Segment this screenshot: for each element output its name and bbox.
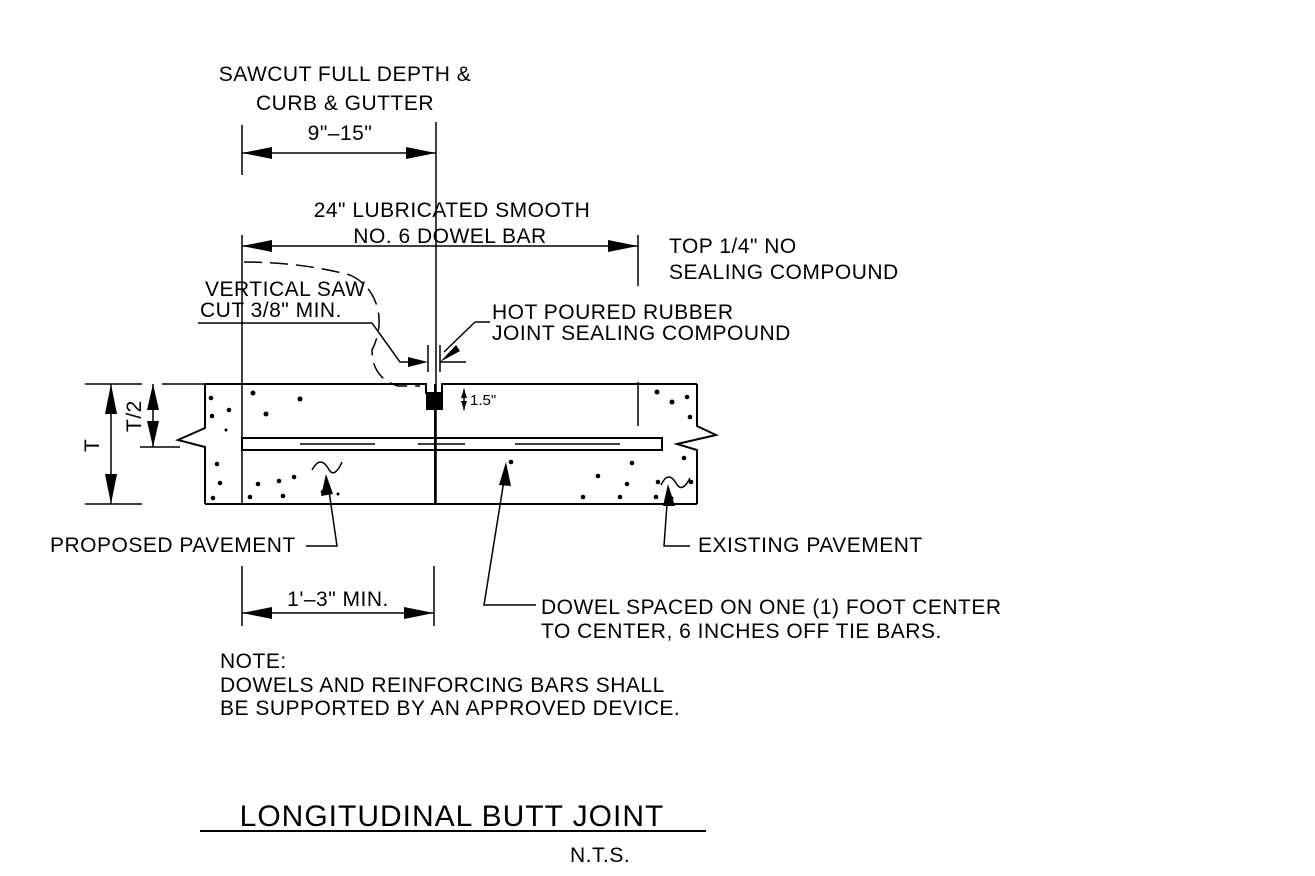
dim-9-15-label: 9"–15" [308, 122, 373, 145]
drawing-title: LONGITUDINAL BUTT JOINT [240, 800, 665, 833]
sawcut-label-line1: SAWCUT FULL DEPTH & [219, 63, 472, 86]
dowel-bar [241, 437, 663, 451]
existing-pavement-label: EXISTING PAVEMENT [698, 534, 923, 557]
rubber-leader [440, 321, 490, 363]
top-label-line2: SEALING COMPOUND [669, 261, 899, 284]
top-label-line1: TOP 1/4" NO [669, 235, 797, 258]
dowel-label-line1: 24" LUBRICATED SMOOTH [314, 199, 591, 222]
dim-min [241, 566, 435, 626]
detail-callout-dashed [243, 261, 420, 387]
spacing-label-line1: DOWEL SPACED ON ONE (1) FOOT CENTER [541, 596, 1002, 619]
squiggle-right [660, 476, 691, 489]
saw-label-line1: VERTICAL SAW [205, 278, 365, 301]
note-line1: DOWELS AND REINFORCING BARS SHALL [220, 674, 665, 697]
squiggle-left [311, 461, 343, 474]
sawcut-label-line2: CURB & GUTTER [256, 92, 434, 115]
note-line2: BE SUPPORTED BY AN APPROVED DEVICE. [220, 697, 680, 720]
dim-min-label: 1'–3" MIN. [287, 588, 389, 611]
dim-thickness [105, 384, 159, 504]
dim-t2-label: T/2 [123, 400, 146, 432]
saw-label-line2: CUT 3/8" MIN. [200, 299, 342, 322]
note-heading: NOTE: [220, 650, 287, 673]
saw-cut-leader [198, 322, 441, 372]
spacing-label-line2: TO CENTER, 6 INCHES OFF TIE BARS. [541, 620, 942, 643]
dim-dowel-bar [241, 235, 639, 504]
sealant-block [426, 393, 443, 410]
pavement-section [85, 383, 720, 505]
scale-label: N.T.S. [570, 844, 630, 867]
existing-leader [663, 489, 690, 547]
dim-1-5-label: 1.5" [470, 392, 496, 409]
proposed-pavement-label: PROPOSED PAVEMENT [50, 534, 296, 557]
spacing-leader [483, 473, 536, 606]
rubber-label-line1: HOT POURED RUBBER [492, 301, 733, 324]
dim-1-5 [461, 389, 467, 410]
dowel-label-line2: NO. 6 DOWEL BAR [353, 225, 546, 248]
aggregate-dots [208, 389, 694, 501]
rubber-label-line2: JOINT SEALING COMPOUND [492, 322, 791, 345]
dim-t-label: T [81, 439, 104, 452]
proposed-leader [306, 483, 338, 547]
